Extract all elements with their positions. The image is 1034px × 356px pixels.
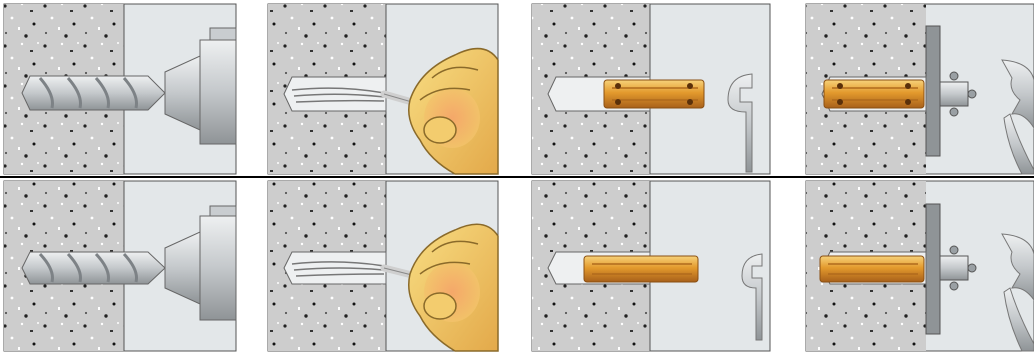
drill-bit-icon	[22, 76, 165, 110]
anchor-icon	[820, 256, 924, 282]
panel-drill-hole	[4, 4, 236, 174]
anchor-icon	[824, 80, 924, 108]
panel-clean-hole	[268, 4, 498, 174]
anchor-icon	[604, 80, 704, 108]
panel-insert-anchor	[532, 4, 770, 174]
anchor-icon	[584, 256, 698, 282]
panel-drill-hole	[4, 181, 236, 351]
panel-clean-hole	[268, 181, 498, 351]
fixture-plate	[926, 26, 940, 156]
panel-tighten-nut	[806, 181, 1034, 351]
panel-tighten-nut	[806, 4, 1034, 174]
panel-insert-anchor	[532, 181, 770, 351]
fixture-plate	[926, 204, 940, 334]
drill-bit-icon	[22, 252, 165, 284]
